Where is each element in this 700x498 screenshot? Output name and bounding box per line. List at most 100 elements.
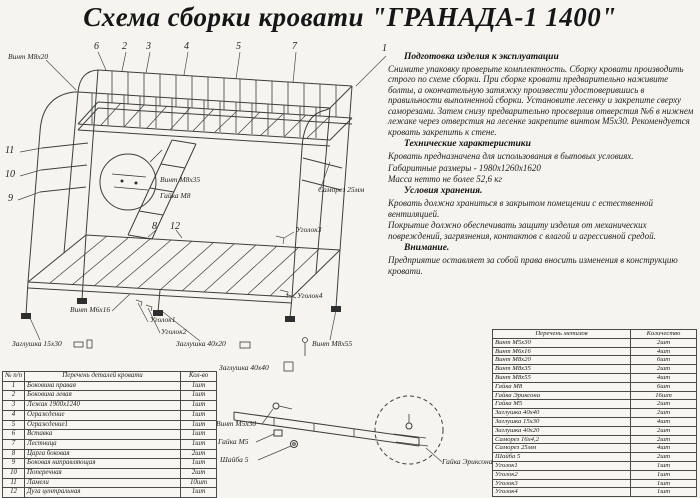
tech-text: Кровать предназначена для использования … <box>388 151 634 162</box>
hardware-qty: 4шт <box>630 416 697 427</box>
detail-label-gaika-m5: Гайка М5 <box>218 437 249 446</box>
parts-table: № п/п Перечень деталей кровати Кол-во 1 … <box>1 371 218 498</box>
callout-4: 4 <box>184 41 189 52</box>
callout-ugolok3: Уголок3 <box>296 225 322 234</box>
callout-zaglushka-40x20: Заглушка 40х20 <box>176 339 226 348</box>
parts-table-row: 8 Царга боковая 2шт <box>1 448 218 460</box>
hardware-name: Заглушка 15х30 <box>492 416 631 427</box>
callout-vint-m8x55: Винт М8х55 <box>312 339 353 348</box>
part-name: Царга боковая <box>24 448 182 460</box>
hardware-table-row: Гайка Эриксона 16шт <box>492 390 697 401</box>
parts-table-row: 9 Боковая направляющая 1шт <box>1 458 218 470</box>
hardware-name: Шайба 5 <box>492 452 631 462</box>
hardware-table-row: Заглушка 15х30 4шт <box>492 416 697 427</box>
hardware-header-name: Перечень метизов <box>492 329 631 339</box>
part-name: Ламели <box>24 477 182 489</box>
callout-10: 10 <box>5 169 15 180</box>
hardware-qty: 2шт <box>630 364 697 374</box>
callout-2: 2 <box>122 41 127 52</box>
parts-table-row: 5 Ограждение1 1шт <box>1 419 218 431</box>
hardware-qty: 4шт <box>630 372 697 383</box>
hardware-table-row: Винт М6х16 4шт <box>492 346 697 357</box>
hardware-name: Уголок1 <box>492 460 631 471</box>
part-number: 6 <box>1 429 26 440</box>
part-name: Ограждение1 <box>24 419 182 431</box>
callout-gaika-m8: Гайка М8 <box>160 191 191 200</box>
hardware-qty: 4шт <box>630 443 697 454</box>
hardware-table-row: Гайка М5 2шт <box>492 399 697 410</box>
hardware-qty: 2шт <box>630 452 697 462</box>
part-number: 12 <box>1 487 26 498</box>
callout-7: 7 <box>292 41 297 52</box>
hardware-name: Винт М6х16 <box>492 346 631 357</box>
hardware-name: Саморез 16х4,2 <box>492 434 631 445</box>
hardware-table-row: Уголок4 1шт <box>492 487 697 498</box>
callout-ugolok1: Уголок1 <box>150 315 176 324</box>
hardware-header-qty: Количество <box>630 329 697 339</box>
callout-samorez-25: Саморез 25мм <box>318 185 365 194</box>
hardware-name: Уголок2 <box>492 469 631 480</box>
hardware-table-row: Винт М8х55 4шт <box>492 372 697 383</box>
part-name: Дуга центральная <box>24 487 182 498</box>
part-name: Вставка <box>24 429 182 440</box>
hardware-name: Винт М8х20 <box>492 355 631 366</box>
attention-heading: Внимание. <box>404 243 450 254</box>
part-number: 7 <box>1 438 26 450</box>
prep-text: Снимите упаковку проверьте комплектность… <box>388 64 694 137</box>
part-number: 8 <box>1 448 26 460</box>
tech-heading: Технические характеристики <box>404 139 531 150</box>
detail-label-shaiba-5: Шайба 5 <box>220 455 249 464</box>
callout-3: 3 <box>146 41 151 52</box>
hardware-table-row: Заглушка 40х40 2шт <box>492 408 697 418</box>
callout-9: 9 <box>8 193 13 204</box>
hardware-qty: 1шт <box>630 487 697 498</box>
weight-line: Масса нетто не более 52,6 кг <box>388 173 502 184</box>
hardware-qty: 2шт <box>630 408 697 418</box>
hardware-qty: 4шт <box>630 346 697 357</box>
callout-vint-m8x20: Винт М8х20 <box>8 52 49 61</box>
hardware-table: Перечень метизов Количество Винт М5х30 2… <box>492 329 697 498</box>
callout-5: 5 <box>236 41 241 52</box>
part-name: Боковина левая <box>24 390 182 402</box>
part-name: Поперечная <box>24 468 182 479</box>
hardware-name: Уголок4 <box>492 487 631 498</box>
prep-heading: Подготовка изделия к эксплуатации <box>404 52 559 62</box>
hardware-name: Винт М5х30 <box>492 337 631 348</box>
hardware-qty: 1шт <box>630 478 697 489</box>
part-number: 2 <box>1 390 26 402</box>
hardware-qty: 6шт <box>630 381 697 392</box>
hardware-table-row: Заглушка 40х20 2шт <box>492 425 697 436</box>
hardware-qty: 2шт <box>630 337 697 348</box>
part-number: 4 <box>1 409 26 421</box>
part-number: 10 <box>1 468 26 479</box>
callout-vint-m8x35: Винт М8х35 <box>160 175 201 184</box>
parts-table-row: 11 Ламели 10шт <box>1 477 218 489</box>
parts-header-num: № п/п <box>1 371 26 382</box>
hardware-name: Саморез 25мм <box>492 443 631 454</box>
hardware-name: Гайка М5 <box>492 399 631 410</box>
parts-table-row: 1 Боковина правая 1шт <box>1 380 218 392</box>
hardware-qty: 2шт <box>630 434 697 445</box>
detail-label-vint-m5x30: Винт М5х30 <box>216 419 257 428</box>
parts-table-row: 7 Лестница 1шт <box>1 438 218 450</box>
callout-1: 1 <box>382 43 387 54</box>
hardware-table-row: Саморез 25мм 4шт <box>492 443 697 454</box>
bed-drawing-svg <box>17 51 387 372</box>
storage-text-1: Кровать должна храниться в закрытом поме… <box>388 198 654 219</box>
dimensions-line: Габаритные размеры - 1980х1260х1620 <box>388 162 541 173</box>
parts-table-row: 10 Поперечная 2шт <box>1 468 218 479</box>
hardware-name: Заглушка 40х40 <box>492 408 631 418</box>
hardware-qty: 2шт <box>630 399 697 410</box>
parts-table-row: 2 Боковина левая 1шт <box>1 390 218 402</box>
part-number: 9 <box>1 458 26 470</box>
part-name: Боковая направляющая <box>24 458 182 470</box>
callout-8: 8 <box>152 221 157 232</box>
instructions: Подготовка изделия к эксплуатации Снимит… <box>388 50 694 277</box>
ladder-detail-svg <box>233 395 444 465</box>
callout-zaglushka-40x40: Заглушка 40х40 <box>219 363 269 372</box>
part-number: 5 <box>1 419 26 431</box>
hardware-table-row: Винт М5х30 2шт <box>492 337 697 348</box>
page-title: Схема сборки кровати "ГРАНАДА-1 1400" <box>83 2 617 32</box>
hardware-name: Заглушка 40х20 <box>492 425 631 436</box>
